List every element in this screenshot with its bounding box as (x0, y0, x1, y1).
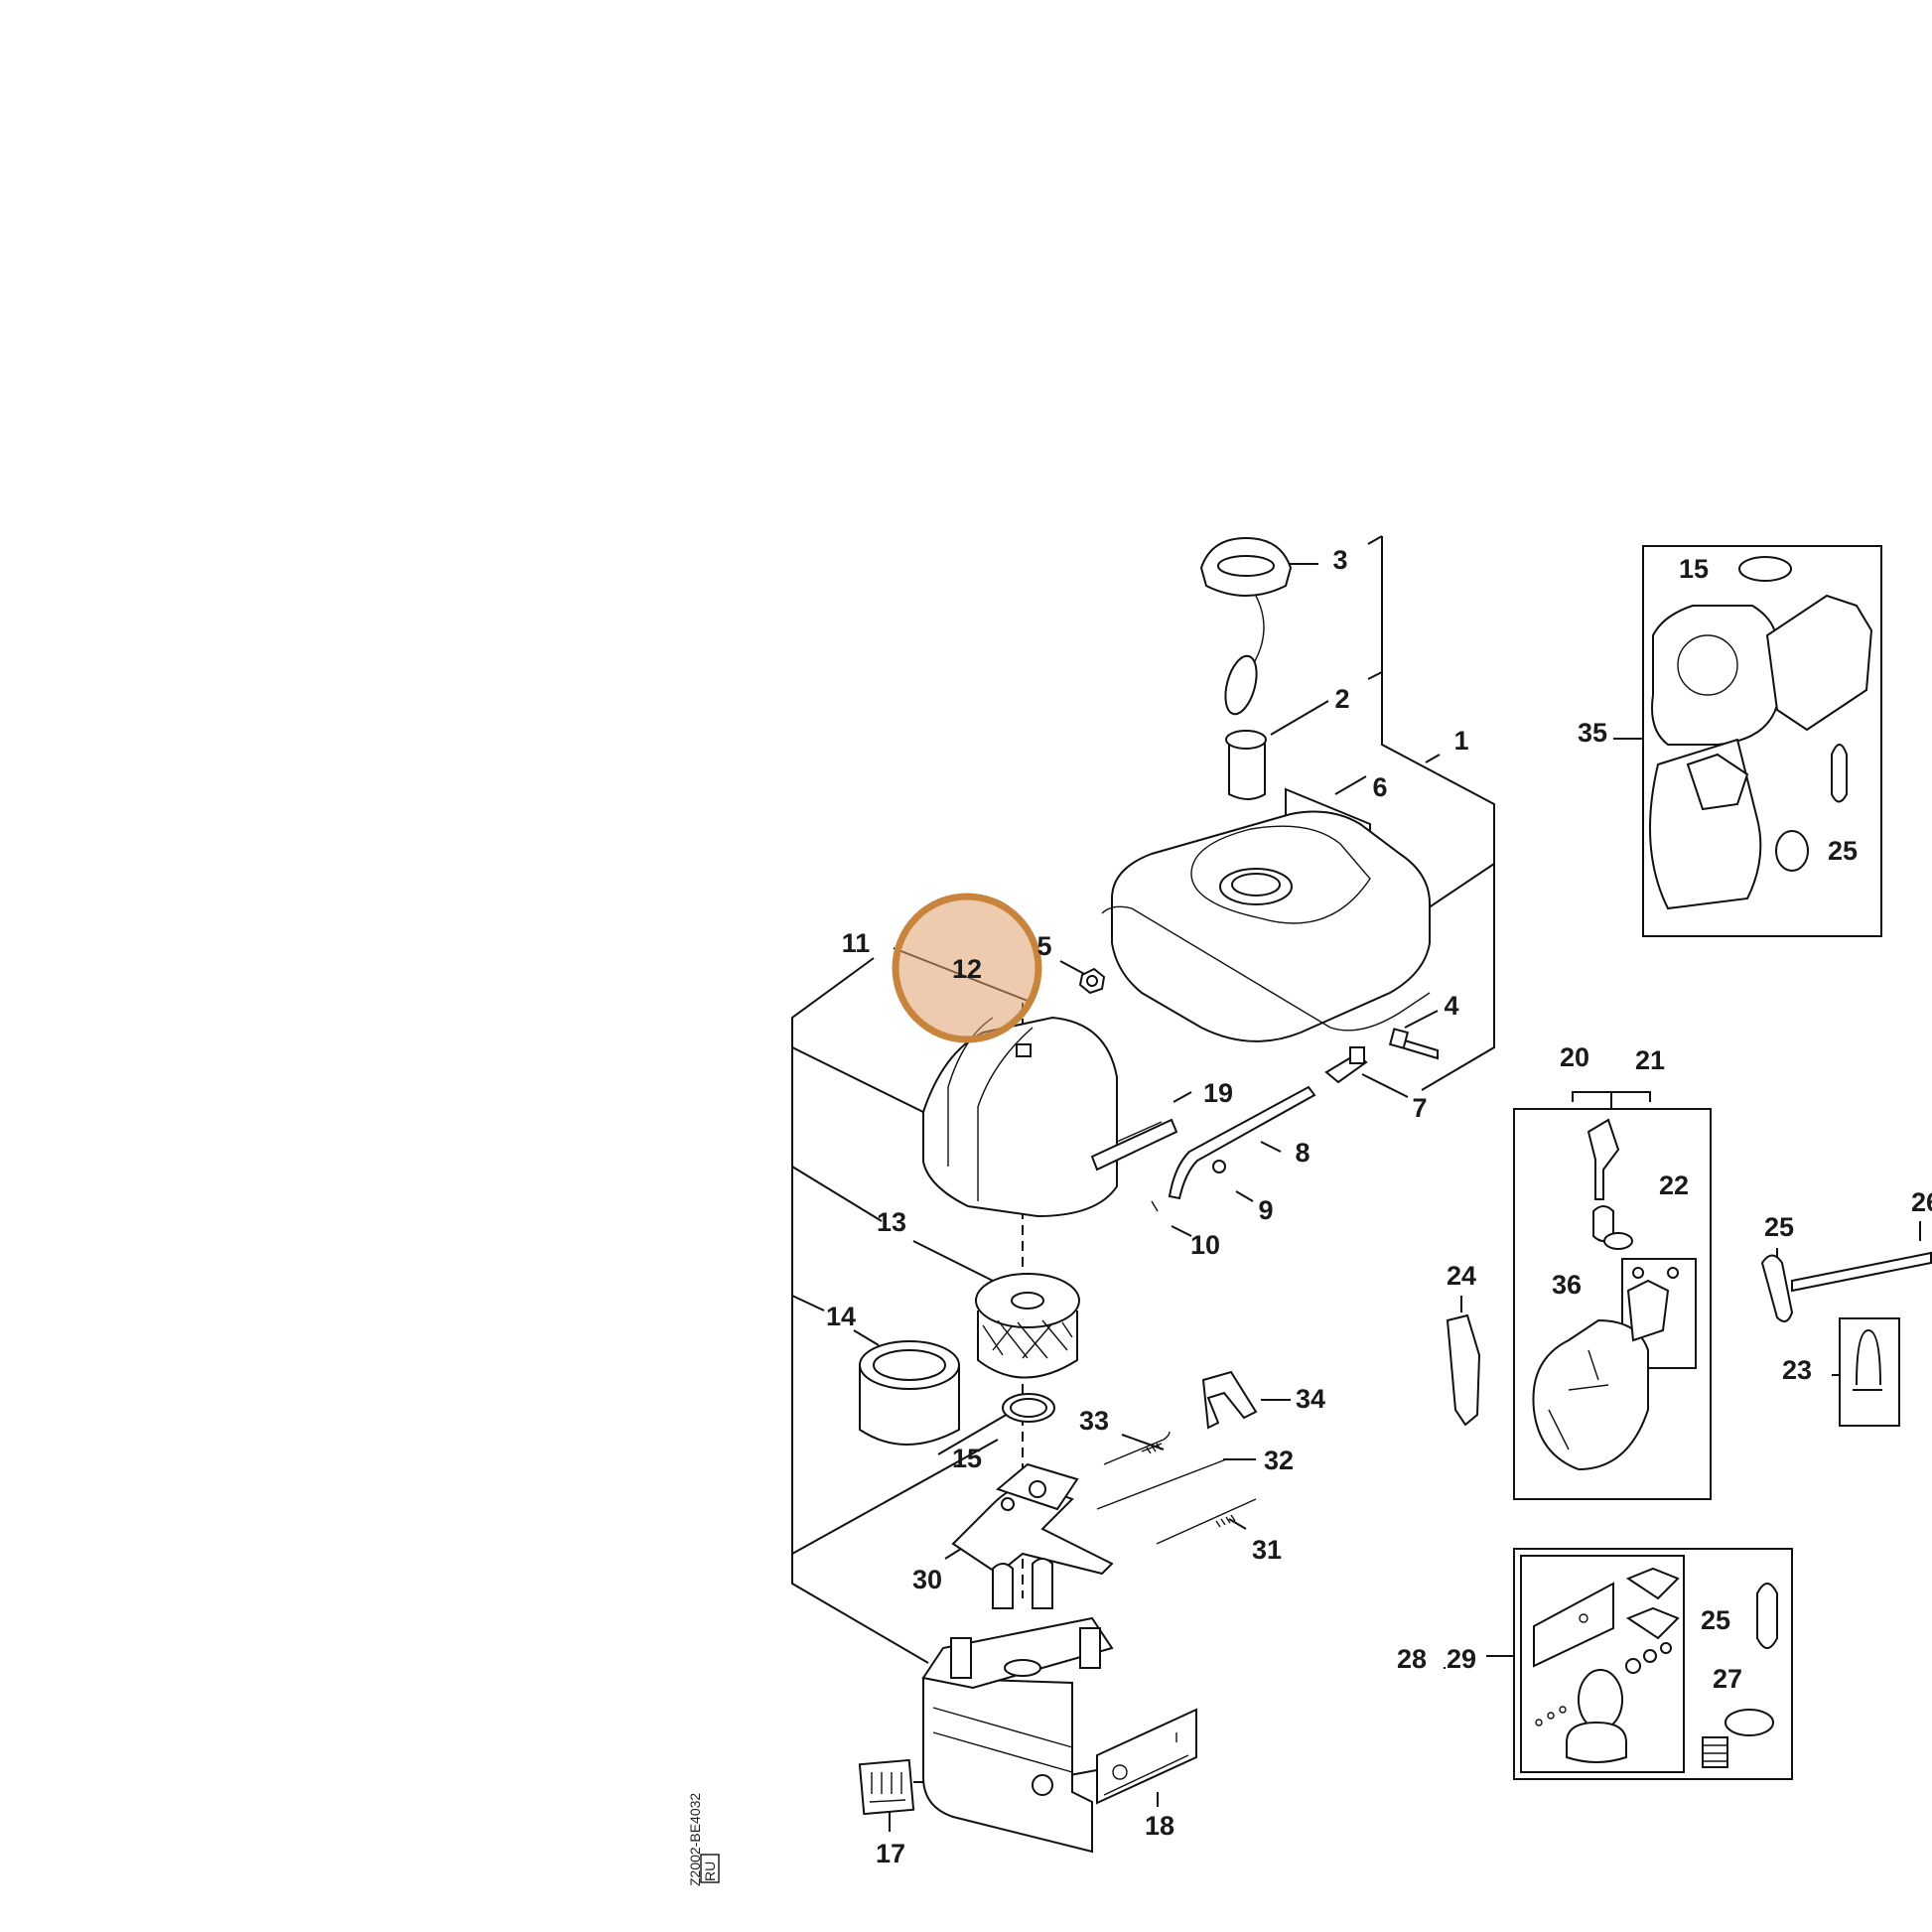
air-filter-cover-icon (922, 1016, 1178, 1218)
part-label-3[interactable]: 3 (1332, 545, 1347, 575)
part-label-34[interactable]: 34 (1296, 1384, 1325, 1414)
diagram-code: Z2002-BE4032 (687, 1793, 703, 1886)
part-label-29[interactable]: 29 (1447, 1644, 1476, 1674)
part-label-8[interactable]: 8 (1295, 1138, 1310, 1168)
part-label-33[interactable]: 33 (1079, 1406, 1109, 1436)
part-label-14[interactable]: 14 (826, 1302, 856, 1331)
part-label-20[interactable]: 20 (1560, 1042, 1589, 1072)
springs-icon (1096, 1370, 1258, 1545)
choke-lever-icon (1446, 1313, 1481, 1427)
highlight-marker[interactable] (892, 893, 1042, 1043)
part-label-2[interactable]: 2 (1334, 684, 1349, 714)
fuel-cap-icon (1199, 536, 1293, 716)
part-label-9[interactable]: 9 (1258, 1195, 1273, 1225)
part-label-25b[interactable]: 25 (1764, 1212, 1794, 1242)
throttle-control-icon (951, 1462, 1114, 1576)
part-label-15b[interactable]: 15 (1679, 554, 1709, 584)
part-label-17[interactable]: 17 (876, 1839, 905, 1868)
gasket-set-icon (1649, 556, 1873, 910)
diagram-code-sub: RU (702, 1862, 718, 1881)
part-label-35[interactable]: 35 (1578, 718, 1607, 748)
carburetor-icon (1532, 1118, 1679, 1471)
part-label-30[interactable]: 30 (912, 1565, 942, 1594)
part-label-18[interactable]: 18 (1145, 1811, 1174, 1841)
seal-ring-icon (1002, 1393, 1055, 1423)
diagram-code-box (700, 1854, 720, 1883)
part-label-7[interactable]: 7 (1412, 1093, 1427, 1123)
part-label-26[interactable]: 26 (1911, 1187, 1932, 1217)
air-filter-element-icon (975, 1273, 1080, 1379)
foam-filter-icon (859, 1340, 960, 1446)
part-label-5[interactable]: 5 (1036, 931, 1051, 961)
part-label-25a[interactable]: 25 (1828, 836, 1858, 866)
part-label-1[interactable]: 1 (1453, 726, 1468, 756)
part-label-21[interactable]: 21 (1635, 1045, 1665, 1075)
part-label-19[interactable]: 19 (1203, 1078, 1233, 1108)
part-label-15a[interactable]: 15 (952, 1444, 982, 1473)
part-label-6[interactable]: 6 (1372, 772, 1387, 802)
fuel-strainer-icon (1225, 730, 1267, 800)
carb-gasket-kit-icon (1533, 1567, 1778, 1768)
part-label-12[interactable]: 12 (952, 954, 982, 984)
part-label-25c[interactable]: 25 (1701, 1605, 1730, 1635)
part-label-23[interactable]: 23 (1782, 1355, 1812, 1385)
part-label-27[interactable]: 27 (1713, 1664, 1742, 1694)
engine-block-icon (921, 1558, 1114, 1854)
part-label-28[interactable]: 28 (1397, 1644, 1427, 1674)
part-label-24[interactable]: 24 (1447, 1261, 1476, 1291)
part-label-13[interactable]: 13 (877, 1207, 906, 1237)
part-label-31[interactable]: 31 (1252, 1535, 1282, 1565)
small-hardware-icon (1078, 967, 1439, 1084)
part-label-10[interactable]: 10 (1190, 1230, 1220, 1260)
insulator-icon (1760, 1251, 1932, 1391)
part-label-22[interactable]: 22 (1659, 1171, 1689, 1200)
fuel-tank-icon (1101, 810, 1431, 1042)
warning-label-icon (858, 1758, 915, 1816)
part-label-11[interactable]: 11 (842, 928, 871, 958)
part-label-32[interactable]: 32 (1264, 1446, 1294, 1475)
part-label-4[interactable]: 4 (1444, 991, 1458, 1021)
part-label-36[interactable]: 36 (1552, 1270, 1582, 1300)
choke-label-icon (1096, 1708, 1197, 1805)
fuel-hose-icon (1151, 1085, 1316, 1212)
